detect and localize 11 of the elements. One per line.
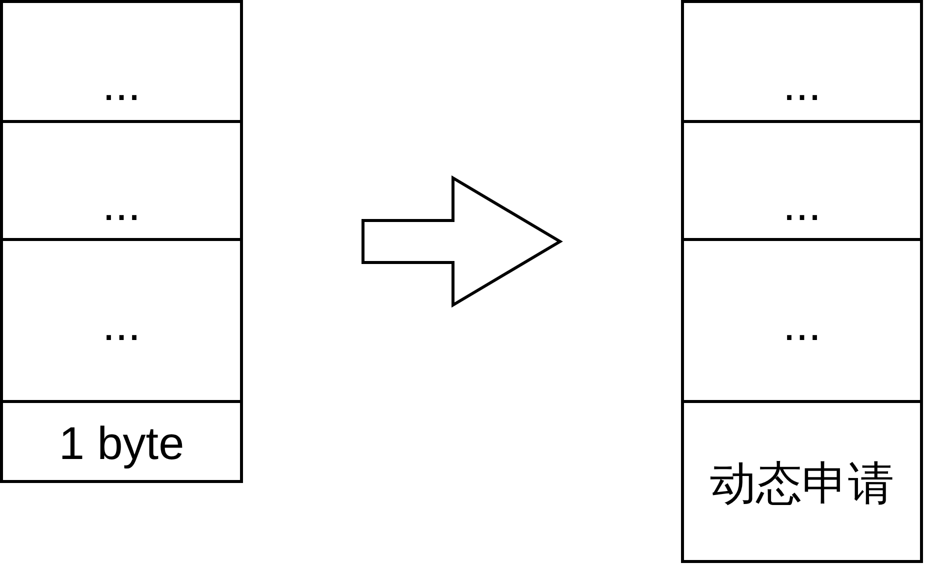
- cell-label: ...: [102, 181, 141, 227]
- cell-label: ...: [782, 181, 822, 227]
- block-arrow: [362, 175, 563, 308]
- cell-label: 1 byte: [58, 420, 184, 466]
- memory-column: [0, 0, 243, 483]
- cell-label: 动态申请: [710, 460, 894, 506]
- cell-label: ...: [782, 301, 822, 347]
- cell-label: ...: [102, 301, 141, 347]
- memory-column: [681, 0, 923, 563]
- cell-label: ...: [102, 61, 141, 107]
- cell-label: ...: [782, 61, 822, 107]
